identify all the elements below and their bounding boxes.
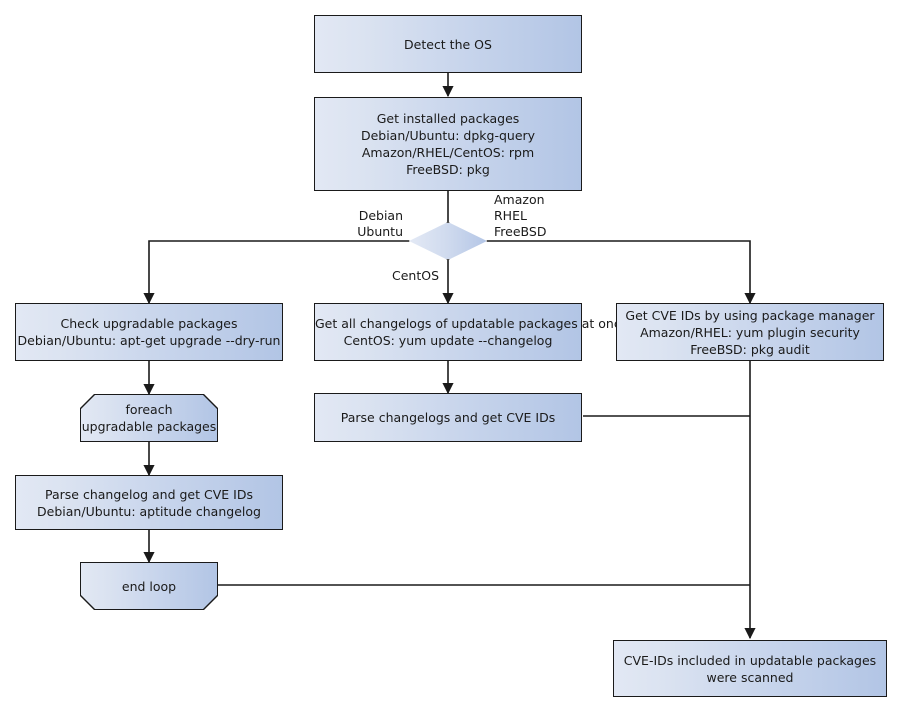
node-parse-changelog-debian-line2: Debian/Ubuntu: aptitude changelog <box>37 503 261 519</box>
node-get-cve-ids-pm-line1: Get CVE IDs by using package manager <box>625 307 875 323</box>
node-parse-changelogs-centos[interactable]: Parse changelogs and get CVE IDs <box>314 393 582 442</box>
node-os-decision[interactable] <box>409 222 487 260</box>
node-parse-changelog-debian[interactable]: Parse changelog and get CVE IDs Debian/U… <box>15 475 283 530</box>
node-scanned-result[interactable]: CVE-IDs included in updatable packages w… <box>613 640 887 697</box>
node-end-loop[interactable]: end loop <box>80 562 218 610</box>
node-get-installed-packages-line2: Debian/Ubuntu: dpkg-query <box>360 128 536 143</box>
node-check-upgradable-packages[interactable]: Check upgradable packages Debian/Ubuntu:… <box>15 303 283 361</box>
node-detect-os[interactable]: Detect the OS <box>314 15 582 73</box>
node-check-upgradable-line1: Check upgradable packages <box>60 316 238 331</box>
edge-label-centos: CentOS <box>391 268 439 283</box>
node-get-installed-packages[interactable]: Get installed packages Debian/Ubuntu: dp… <box>314 97 582 191</box>
node-scanned-result-line1: CVE-IDs included in updatable packages <box>623 652 877 668</box>
edge-decision-to-cve-pm <box>487 240 756 305</box>
edge-label-debian-ubuntu: Debian Ubuntu <box>357 208 403 239</box>
node-parse-changelog-debian-line1: Parse changelog and get CVE IDs <box>45 486 253 502</box>
node-foreach-loop-label: foreach upgradable packages <box>81 395 217 441</box>
node-get-installed-packages-line4: FreeBSD: pkg <box>406 162 490 177</box>
node-foreach-loop-start[interactable]: foreach upgradable packages <box>80 394 218 442</box>
node-get-installed-packages-line1: Get installed packages <box>376 111 520 126</box>
node-get-cve-ids-package-manager[interactable]: Get CVE IDs by using package manager Ama… <box>616 303 884 361</box>
node-get-installed-packages-line3: Amazon/RHEL/CentOS: rpm <box>361 145 535 160</box>
node-get-cve-ids-pm-line2: Amazon/RHEL: yum plugin security <box>640 324 860 340</box>
node-detect-os-label: Detect the OS <box>404 36 492 52</box>
node-get-cve-ids-pm-line3: FreeBSD: pkg audit <box>690 341 810 357</box>
edge-label-amazon-rhel-freebsd: Amazon RHEL FreeBSD <box>494 192 547 239</box>
node-scanned-result-line2: were scanned <box>706 669 794 685</box>
node-get-all-changelogs-line1: Get all changelogs of updatable packages… <box>315 316 629 331</box>
node-parse-changelogs-centos-label: Parse changelogs and get CVE IDs <box>340 410 556 425</box>
node-get-all-changelogs-line2: CentOS: yum update --changelog <box>343 333 553 348</box>
node-get-all-changelogs[interactable]: Get all changelogs of updatable packages… <box>314 303 629 361</box>
node-end-loop-label: end loop <box>81 563 217 609</box>
node-check-upgradable-line2: Debian/Ubuntu: apt-get upgrade --dry-run <box>17 333 281 348</box>
